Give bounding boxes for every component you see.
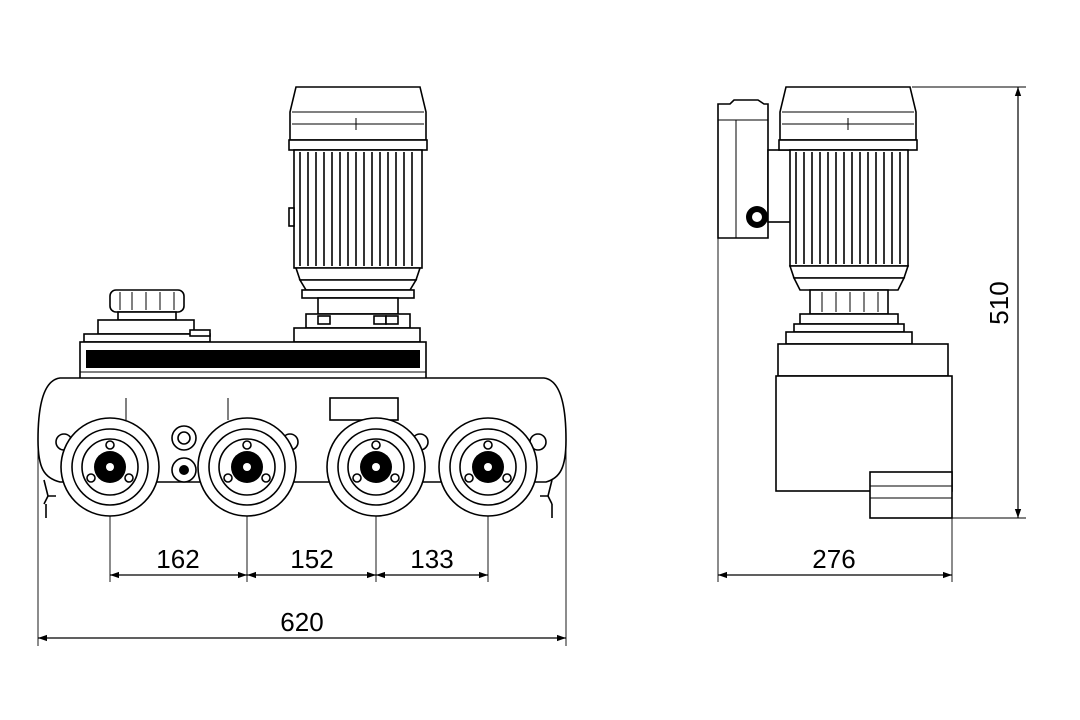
outlet-port-4 (438, 417, 538, 517)
front-dimension-lines (38, 571, 566, 642)
dimension-label-276: 276 (812, 544, 855, 574)
side-pump-body (775, 343, 953, 519)
side-extension-lines (717, 86, 1026, 582)
outlet-port-3 (326, 417, 426, 517)
dimension-label-162: 162 (156, 544, 199, 574)
outlet-port-2 (197, 417, 297, 517)
dimension-label-510: 510 (984, 281, 1014, 324)
motor-cooling-fins (299, 152, 413, 266)
front-cap (83, 289, 211, 343)
side-motor (778, 86, 918, 345)
side-view: 276 510 (717, 86, 1026, 582)
front-motor (288, 86, 428, 343)
side-motor-cooling-fins (795, 152, 901, 264)
dimension-label-152: 152 (290, 544, 333, 574)
dimension-label-133: 133 (410, 544, 453, 574)
outlet-port-1 (60, 417, 160, 517)
front-view: 162 152 133 620 (37, 86, 567, 646)
front-extension-lines (37, 440, 567, 646)
dimension-label-620: 620 (280, 607, 323, 637)
side-terminal-box (717, 99, 799, 239)
side-dimension-lines (718, 87, 1022, 579)
